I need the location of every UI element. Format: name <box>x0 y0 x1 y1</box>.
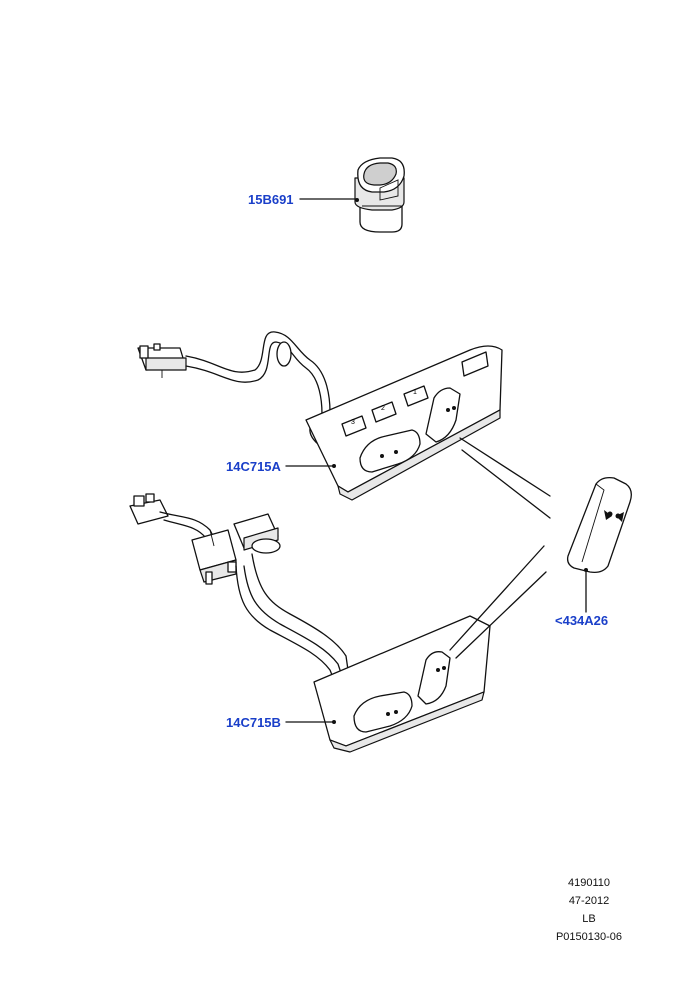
footer-code-4: P0150130-06 <box>555 931 623 943</box>
memory-button-1-label: 1 <box>413 389 417 396</box>
harness-14c715b-drawing[interactable] <box>129 493 491 753</box>
callout-14c715b[interactable]: 14C715B <box>226 715 281 730</box>
detail-line-upper-a <box>459 437 551 497</box>
footer-code-1: 4190110 <box>567 877 610 889</box>
callout-14c715a[interactable]: 14C715A <box>226 459 281 474</box>
callout-434a26[interactable]: <434A26 <box>555 613 609 628</box>
footer-code-2: 47-2012 <box>568 895 610 907</box>
callout-15b691[interactable]: 15B691 <box>248 192 294 207</box>
detail-line-lower-b <box>455 571 547 659</box>
footer-code-3: LB <box>582 913 596 925</box>
switch-15b691-drawing[interactable] <box>354 157 405 233</box>
memory-button-2-label: 2 <box>381 405 385 412</box>
detail-line-lower-a <box>449 545 545 651</box>
harness-14c715a-drawing[interactable] <box>137 331 503 501</box>
detail-line-upper-b <box>461 449 551 519</box>
detail-switch-434a26-drawing[interactable] <box>566 476 632 574</box>
memory-button-3-label: 3 <box>351 419 355 426</box>
